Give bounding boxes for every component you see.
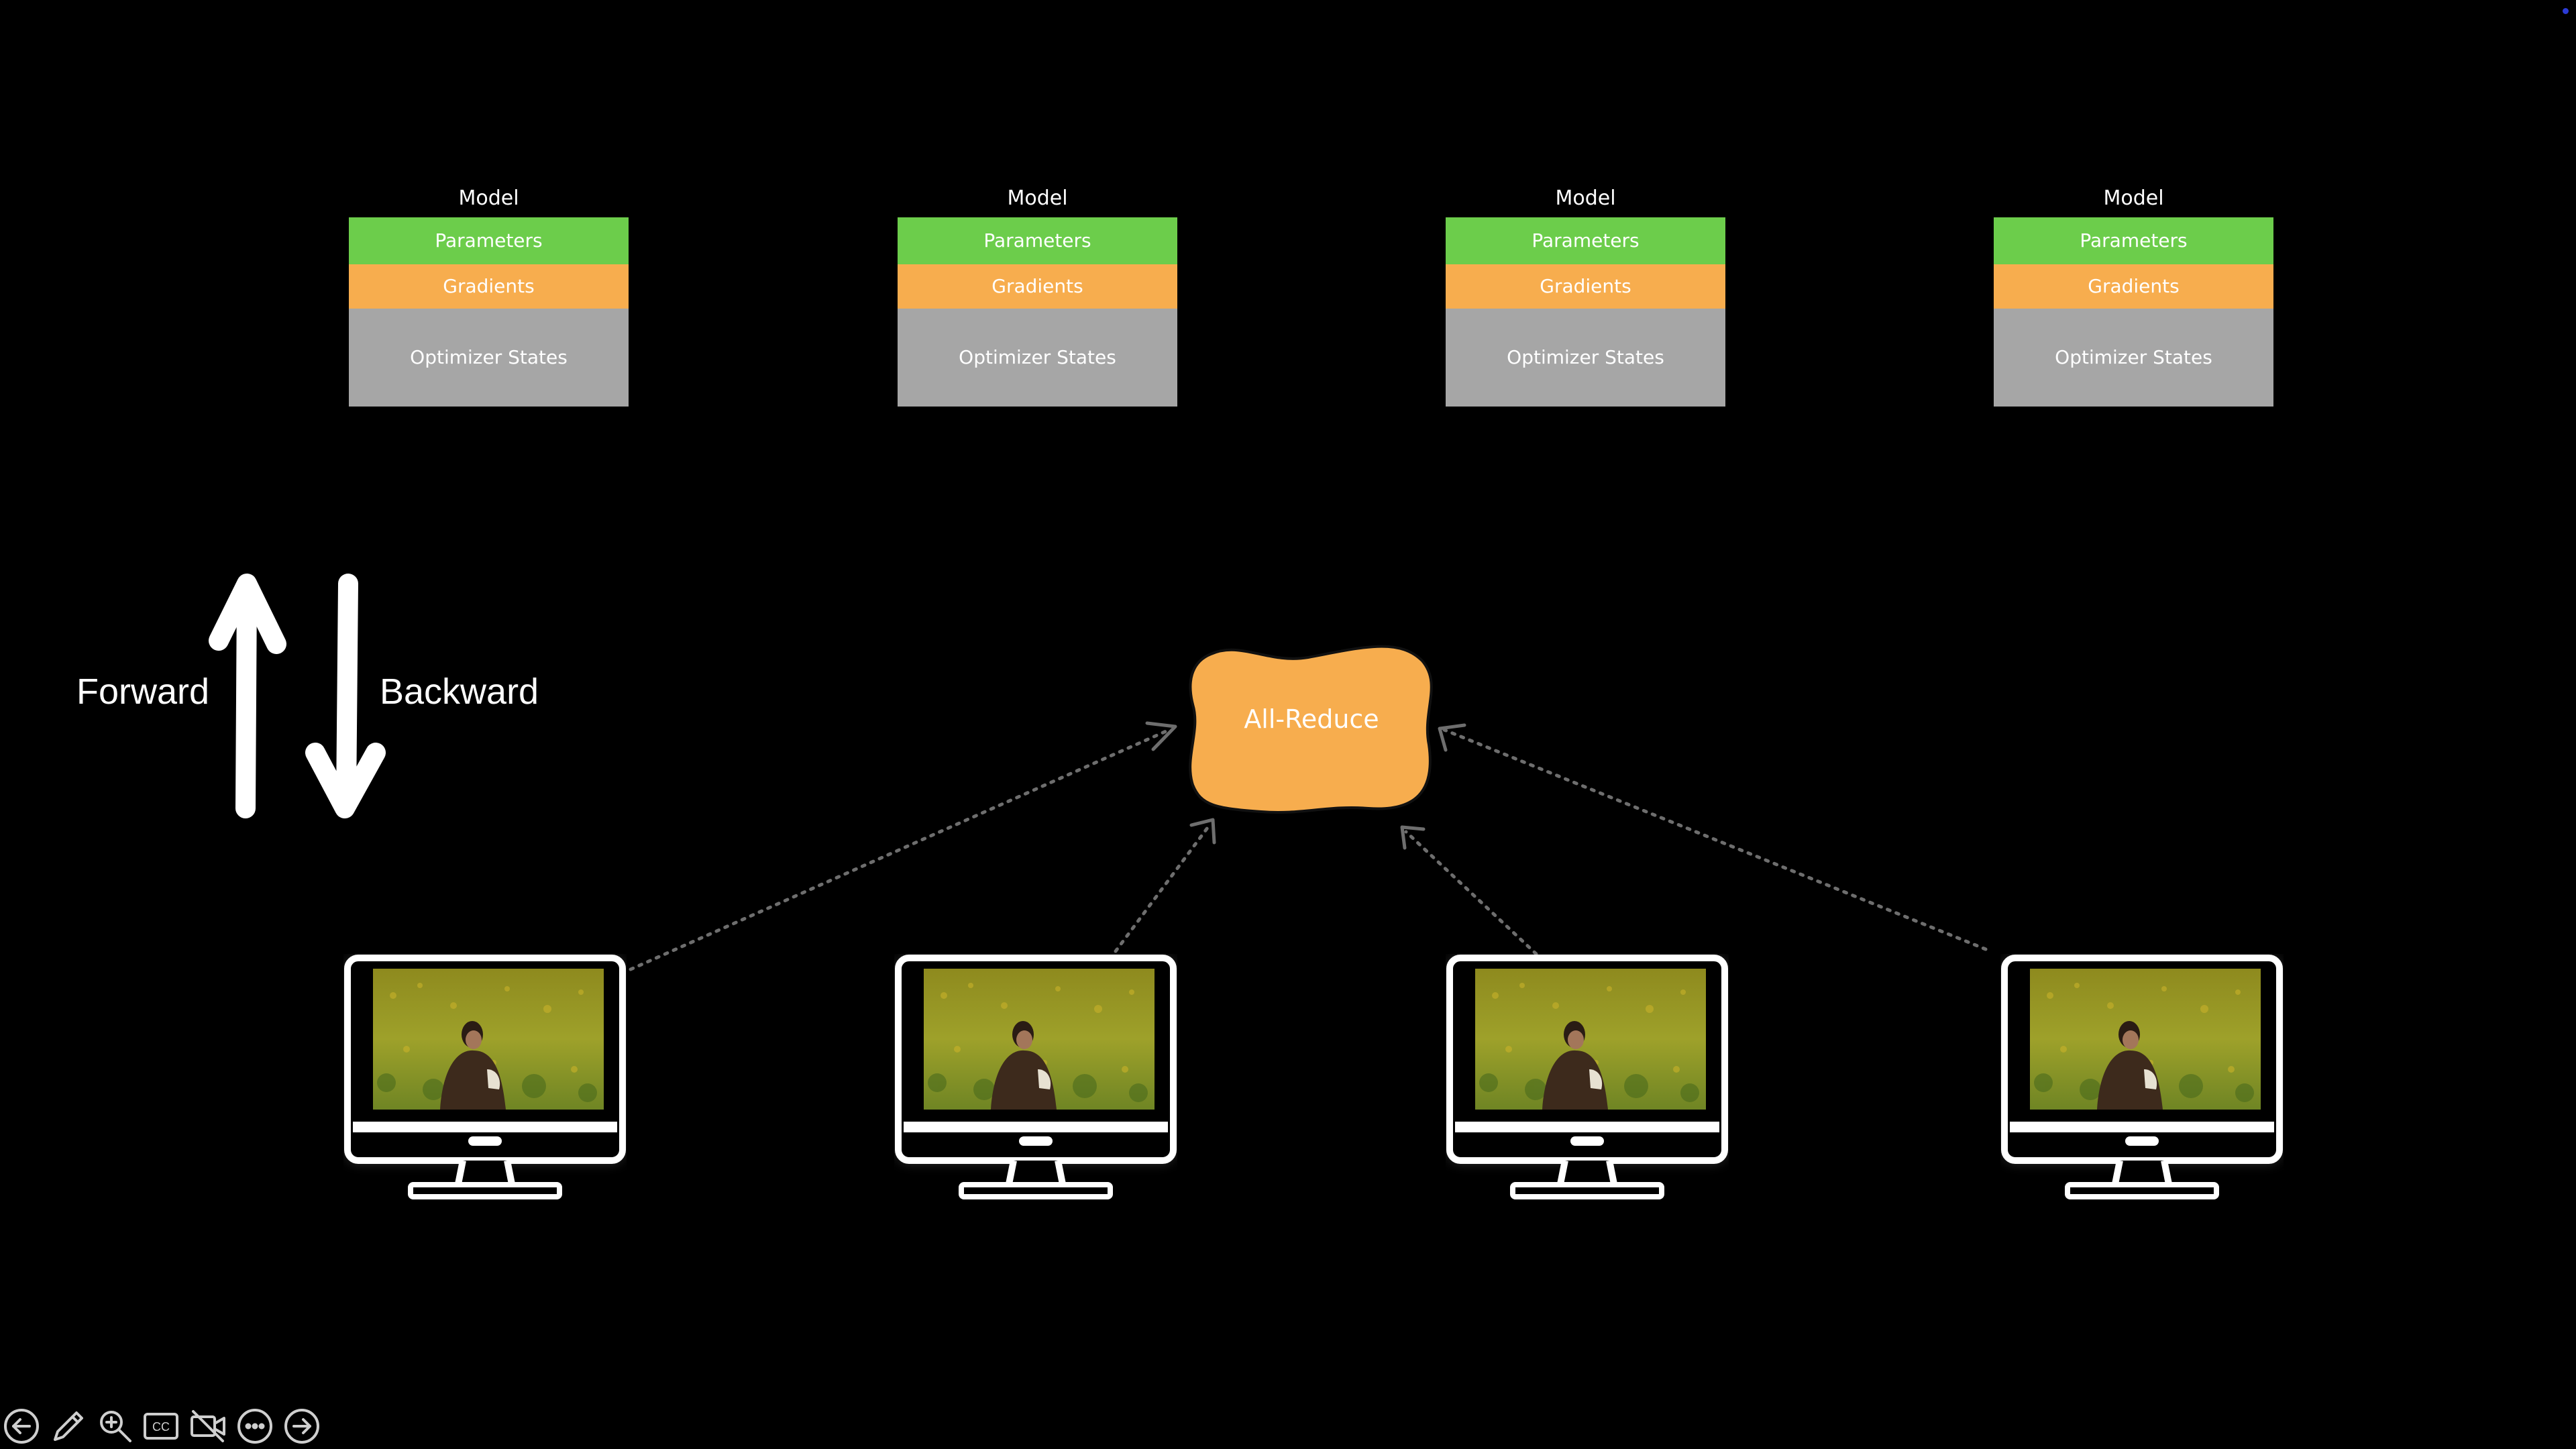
- model-title: Model: [1555, 186, 1616, 210]
- video-frame: [373, 969, 604, 1110]
- model-stack-2: Model Parameters Gradients Optimizer Sta…: [898, 180, 1177, 407]
- gradients-band: Gradients: [1994, 264, 2273, 309]
- model-stack-4: Model Parameters Gradients Optimizer Sta…: [1994, 180, 2273, 407]
- captions-label: CC: [152, 1420, 170, 1434]
- parameters-band: Parameters: [1446, 217, 1725, 264]
- gradients-band: Gradients: [349, 264, 629, 309]
- monitor-4: [2000, 954, 2284, 1202]
- arrowheads: [1145, 721, 1466, 850]
- optimizer-states-band: Optimizer States: [349, 309, 629, 407]
- pen-icon[interactable]: [50, 1407, 87, 1445]
- dotted-arrows: [629, 727, 1988, 971]
- parameters-band: Parameters: [349, 217, 629, 264]
- model-stack-3: Model Parameters Gradients Optimizer Sta…: [1446, 180, 1725, 407]
- backward-label: Backward: [380, 672, 539, 712]
- model-title: Model: [458, 186, 519, 210]
- status-dot: [2563, 8, 2569, 14]
- video-frame: [924, 969, 1155, 1110]
- forward-label: Forward: [76, 672, 210, 712]
- monitor-2: [894, 954, 1177, 1202]
- parameters-band: Parameters: [898, 217, 1177, 264]
- captions-icon[interactable]: CC: [142, 1407, 180, 1445]
- video-off-icon[interactable]: [189, 1407, 227, 1445]
- video-frame: [1475, 969, 1706, 1110]
- down-arrow-icon: [305, 574, 386, 818]
- model-title: Model: [1007, 186, 1068, 210]
- back-arrow-icon[interactable]: [3, 1407, 40, 1445]
- forward-arrow-icon[interactable]: [283, 1407, 321, 1445]
- up-arrow-icon: [209, 574, 286, 818]
- video-frame: [2030, 969, 2261, 1110]
- optimizer-states-band: Optimizer States: [1994, 309, 2273, 407]
- model-stack-1: Model Parameters Gradients Optimizer Sta…: [349, 180, 629, 407]
- model-title: Model: [2103, 186, 2164, 210]
- optimizer-states-band: Optimizer States: [898, 309, 1177, 407]
- parameters-band: Parameters: [1994, 217, 2273, 264]
- monitor-1: [343, 954, 627, 1202]
- gradients-band: Gradients: [1446, 264, 1725, 309]
- monitor-3: [1446, 954, 1729, 1202]
- optimizer-states-band: Optimizer States: [1446, 309, 1725, 407]
- gradients-band: Gradients: [898, 264, 1177, 309]
- more-icon[interactable]: [236, 1407, 274, 1445]
- all-reduce-label: All-Reduce: [1244, 704, 1379, 734]
- zoom-icon[interactable]: [97, 1407, 134, 1445]
